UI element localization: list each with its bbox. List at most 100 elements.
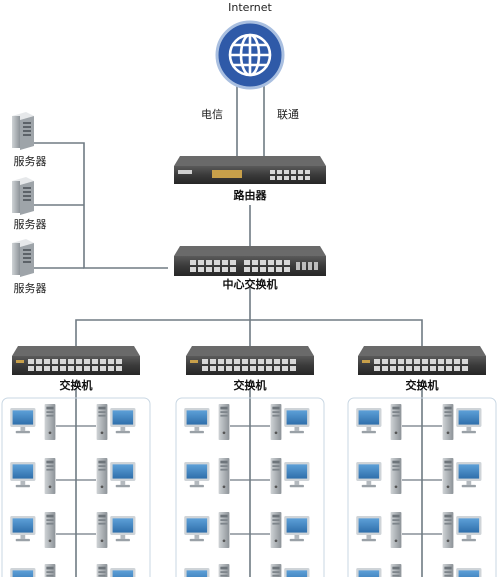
workstation (10, 458, 76, 494)
pc-tower-icon (270, 564, 282, 577)
server-icon (12, 177, 34, 215)
lan-group-1 (1, 397, 151, 577)
pc-tower-icon (270, 404, 282, 440)
server-icon (12, 239, 34, 277)
server-2: 服务器 (12, 177, 47, 231)
pc-tower-icon (218, 512, 230, 548)
lan-group-2 (175, 397, 325, 577)
monitor-icon (356, 516, 382, 542)
isp-label-unicom: 联通 (277, 108, 299, 121)
monitor-icon (110, 516, 136, 542)
workstation (250, 458, 310, 494)
monitor-icon (10, 408, 36, 434)
lan-group-3 (347, 397, 497, 577)
access-switch-label: 交换机 (234, 378, 267, 392)
workstation (356, 512, 422, 548)
workstations (10, 404, 482, 577)
monitor-icon (184, 516, 210, 542)
monitor-icon (456, 568, 482, 577)
workstation (270, 564, 310, 577)
monitor-icon (456, 516, 482, 542)
monitor-icon (110, 408, 136, 434)
server-3: 服务器 (12, 239, 47, 295)
monitor-icon (284, 568, 310, 577)
server-label: 服务器 (14, 155, 47, 168)
workstation (250, 404, 310, 440)
monitor-icon (110, 568, 136, 577)
router-label: 路由器 (234, 188, 268, 202)
core-switch-icon (174, 246, 326, 276)
workstation (96, 564, 136, 577)
monitor-icon (284, 408, 310, 434)
workstation (250, 512, 310, 548)
workstation (10, 404, 76, 440)
monitor-icon (110, 462, 136, 488)
monitor-icon (284, 516, 310, 542)
workstation (10, 512, 76, 548)
workstation (422, 404, 482, 440)
workstation (356, 458, 422, 494)
monitor-icon (184, 408, 210, 434)
pc-tower-icon (390, 512, 402, 548)
pc-tower-icon (442, 564, 454, 577)
pc-tower-icon (442, 458, 454, 494)
monitor-icon (456, 462, 482, 488)
access-switch-label: 交换机 (60, 378, 93, 392)
pc-tower-icon (270, 458, 282, 494)
pc-tower-icon (44, 512, 56, 548)
pc-tower-icon (270, 512, 282, 548)
pc-tower-icon (96, 404, 108, 440)
core-switch-label: 中心交换机 (223, 277, 278, 291)
pc-tower-icon (390, 404, 402, 440)
internet-globe-icon (215, 20, 285, 90)
server-icon (12, 112, 34, 150)
lan-groups (1, 397, 497, 577)
access-switch-3: 交换机 (358, 346, 486, 392)
pc-tower-icon (442, 404, 454, 440)
pc-tower-icon (44, 404, 56, 440)
router-icon (174, 156, 326, 184)
access-switch-icon (12, 346, 140, 375)
workstation (422, 512, 482, 548)
access-switch-icon (358, 346, 486, 375)
monitor-icon (356, 408, 382, 434)
pc-tower-icon (390, 458, 402, 494)
pc-tower-icon (44, 458, 56, 494)
monitor-icon (184, 462, 210, 488)
workstation (356, 404, 422, 440)
connection-lines (34, 86, 423, 577)
pc-tower-icon (442, 512, 454, 548)
monitor-icon (184, 568, 210, 577)
workstation (184, 404, 250, 440)
pc-tower-icon (390, 564, 402, 577)
monitor-icon (356, 568, 382, 577)
workstation (184, 512, 250, 548)
access-switch-2: 交换机 (186, 346, 314, 392)
monitor-icon (284, 462, 310, 488)
workstation (442, 564, 482, 577)
workstation (356, 564, 402, 577)
pc-tower-icon (96, 458, 108, 494)
monitor-icon (356, 462, 382, 488)
server-label: 服务器 (14, 218, 47, 231)
workstation (10, 564, 56, 577)
pc-tower-icon (218, 404, 230, 440)
monitor-icon (10, 462, 36, 488)
monitor-icon (456, 408, 482, 434)
workstation (76, 458, 136, 494)
pc-tower-icon (218, 458, 230, 494)
monitor-icon (10, 568, 36, 577)
pc-tower-icon (96, 564, 108, 577)
internet-label: Internet (228, 1, 272, 14)
monitor-icon (10, 516, 36, 542)
isp-label-telecom: 电信 (201, 108, 223, 121)
workstation (76, 512, 136, 548)
access-switch-icon (186, 346, 314, 375)
workstation (76, 404, 136, 440)
access-switch-1: 交换机 (12, 346, 140, 392)
workstation (184, 564, 230, 577)
pc-tower-icon (218, 564, 230, 577)
workstation (422, 458, 482, 494)
server-1: 服务器 (12, 112, 47, 168)
